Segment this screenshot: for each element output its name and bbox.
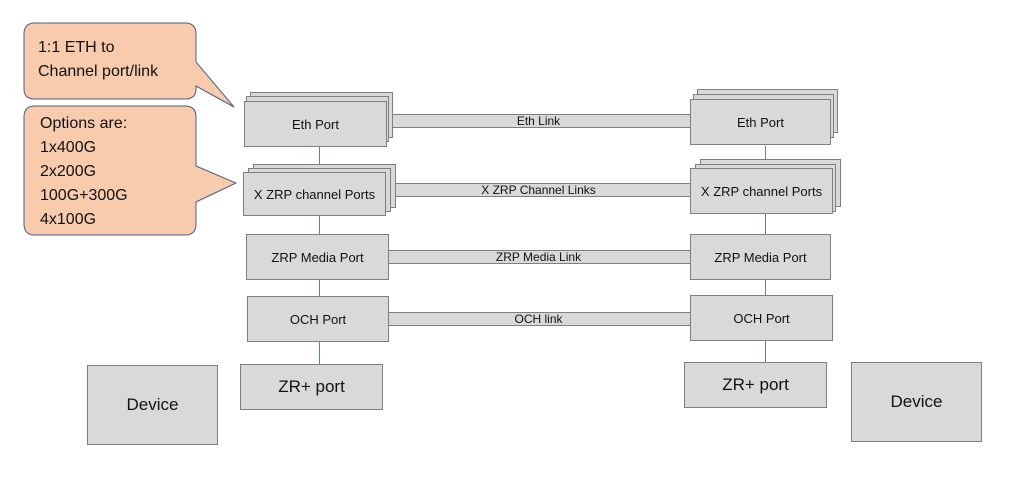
callout-options-text: Options are: 1x400G 2x200G 100G+300G 4x1… [40, 112, 128, 232]
left-zrp-channel-ports[interactable]: X ZRP channel Ports [243, 172, 386, 216]
zrp-channel-link[interactable]: X ZRP Channel Links [385, 183, 692, 197]
left-connector [319, 279, 320, 296]
left-zrp-media-port[interactable]: ZRP Media Port [246, 234, 389, 280]
right-eth-port[interactable]: Eth Port [690, 99, 831, 145]
right-connector [765, 340, 766, 363]
right-zrp-media-port[interactable]: ZRP Media Port [690, 234, 831, 280]
callout-line: 100G+300G [40, 187, 128, 204]
right-och-port[interactable]: OCH Port [690, 295, 833, 341]
callout-line: 2x200G [40, 163, 97, 180]
callout-eth-mapping-text: 1:1 ETH to Channel port/link [38, 36, 158, 84]
right-device[interactable]: Device [851, 362, 982, 442]
callout-line: Channel port/link [38, 63, 159, 80]
callout-line: 4x100G [40, 211, 97, 228]
left-connector [319, 341, 320, 364]
left-connector [319, 213, 320, 235]
right-connector [765, 146, 766, 170]
callout-options-shape [23, 105, 238, 236]
left-och-port[interactable]: OCH Port [247, 296, 389, 342]
callout-eth-mapping-shape [23, 22, 235, 108]
left-eth-port[interactable]: Eth Port [244, 101, 387, 147]
callout-line: Options are: [40, 115, 128, 132]
left-connector [319, 146, 320, 172]
callout-line: 1:1 ETH to [38, 39, 115, 56]
right-connector [765, 213, 766, 235]
left-device[interactable]: Device [87, 365, 218, 445]
right-zrp-channel-ports[interactable]: X ZRP channel Ports [690, 168, 833, 214]
eth-link[interactable]: Eth Link [385, 114, 692, 128]
och-link[interactable]: OCH link [385, 312, 692, 326]
zrp-media-link[interactable]: ZRP Media Link [385, 250, 692, 264]
callout-line: 1x400G [40, 139, 97, 156]
right-connector [765, 279, 766, 295]
right-zr-port[interactable]: ZR+ port [684, 362, 827, 408]
left-zr-port[interactable]: ZR+ port [240, 364, 383, 410]
